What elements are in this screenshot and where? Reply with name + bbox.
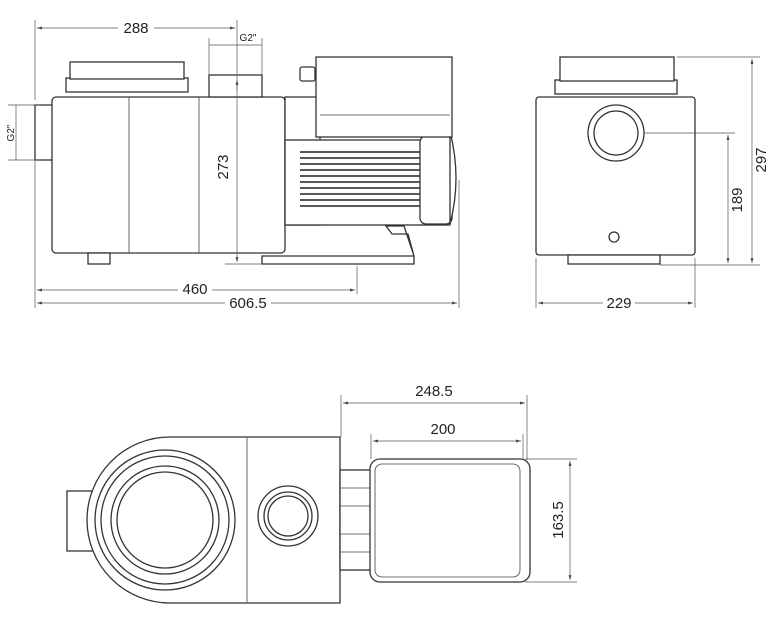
dim-297: 297 — [753, 147, 770, 172]
dim-200: 200 — [430, 421, 455, 438]
pump-housing — [51, 96, 286, 254]
cable-gland — [299, 66, 316, 82]
motor-fins — [300, 151, 420, 207]
front-view: 297 189 229 — [535, 56, 770, 312]
dim-460: 460 — [182, 281, 207, 298]
motor-connector — [339, 469, 373, 571]
lid-front — [559, 56, 675, 82]
dim-229: 229 — [606, 295, 631, 312]
foot — [87, 252, 111, 265]
top-view: 248.5 200 163.5 — [66, 383, 577, 604]
side-view: 288 G2" G2" 273 460 606.5 — [6, 19, 460, 312]
dim-288: 288 — [123, 20, 148, 37]
motor-end-cap — [419, 135, 453, 225]
strainer-lid — [69, 61, 185, 80]
outlet-pipe — [208, 74, 263, 98]
dim-606-5: 606.5 — [229, 295, 267, 312]
motor-box-top — [369, 458, 531, 583]
outlet-thread-label: G2" — [240, 33, 257, 44]
lid-base-front — [554, 79, 678, 95]
dim-189: 189 — [729, 187, 746, 212]
lid-base — [65, 77, 189, 93]
control-box — [315, 56, 453, 138]
dim-163-5: 163.5 — [550, 501, 567, 539]
dim-248-5: 248.5 — [415, 383, 453, 400]
dim-273: 273 — [215, 154, 232, 179]
drain-plug — [608, 231, 620, 243]
inlet-thread-label: G2" — [6, 124, 17, 141]
base-front — [567, 254, 661, 265]
motor-base — [261, 225, 415, 265]
